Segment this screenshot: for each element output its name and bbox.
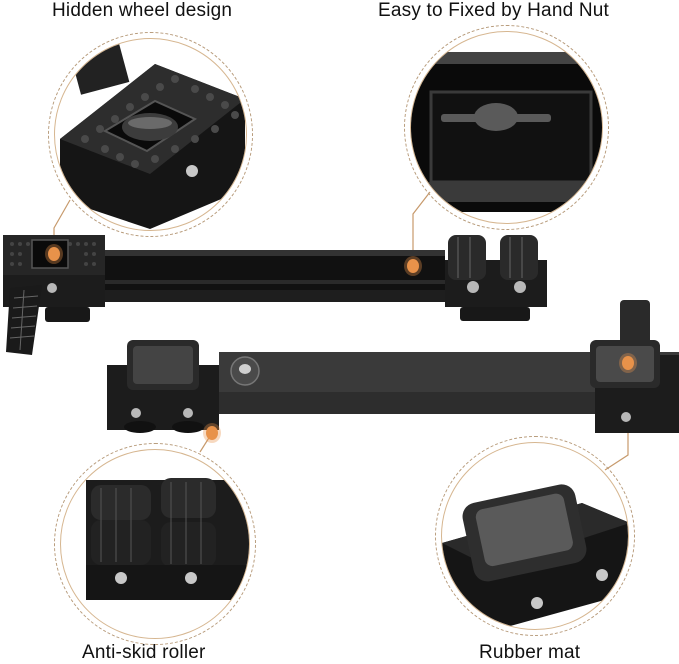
indicator-dot-roller bbox=[206, 426, 218, 440]
detail-circle-outer-rubber-mat bbox=[435, 436, 635, 636]
hidden-wheel-detail-illustration bbox=[60, 43, 245, 229]
detail-circle-hidden-wheel bbox=[54, 38, 247, 231]
product-bottom-mover bbox=[107, 300, 679, 433]
detail-circle-outer-roller bbox=[54, 443, 256, 645]
label-anti-skid-roller: Anti-skid roller bbox=[82, 642, 206, 663]
detail-circle-rubber-mat bbox=[441, 442, 629, 630]
indicator-dot-hidden-wheel bbox=[48, 247, 60, 261]
detail-circle-outer-hidden-wheel bbox=[48, 32, 253, 237]
rubber-mat-detail-illustration bbox=[442, 484, 628, 629]
label-hand-nut: Easy to Fixed by Hand Nut bbox=[378, 0, 609, 21]
product-top-mover bbox=[3, 235, 547, 355]
detail-circle-outer-hand-nut bbox=[404, 25, 609, 230]
label-rubber-mat: Rubber mat bbox=[479, 642, 581, 663]
roller-detail-illustration bbox=[86, 478, 249, 600]
indicator-dot-hand-nut bbox=[407, 259, 419, 273]
label-hidden-wheel-design: Hidden wheel design bbox=[52, 0, 233, 21]
indicator-dot-rubber-mat bbox=[622, 356, 634, 370]
detail-circle-roller bbox=[60, 449, 250, 639]
detail-circle-hand-nut bbox=[410, 31, 603, 224]
hand-nut-detail-illustration bbox=[411, 52, 602, 212]
